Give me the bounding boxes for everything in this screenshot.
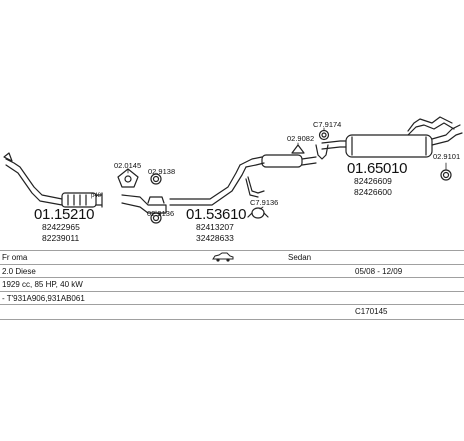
front-bracket-2-number: 02.9136	[147, 209, 175, 218]
vehicle-model: Fr oma	[2, 253, 28, 262]
sedan-car-icon	[212, 252, 234, 264]
middle-clamp-number: C7.9136	[250, 198, 279, 207]
vehicle-specs: 1929 cc, 85 HP, 40 kW	[2, 280, 83, 289]
middle-clamp-shape	[247, 207, 269, 219]
rear-silencer-oe-2: 82426600	[354, 187, 392, 197]
middle-pipe-shape	[169, 154, 317, 206]
middle-pipe-number: 01.53610	[186, 206, 247, 223]
front-pipe-shape	[3, 152, 103, 208]
front-bracket-shape	[117, 168, 167, 224]
front-pipe-number: 01.15210	[34, 206, 95, 223]
middle-pipe-oe-2: 32428633	[196, 233, 234, 243]
exhaust-diagram: p48 01.15210 82422965 82239011 02.0145 0…	[0, 95, 464, 255]
rear-hardware-shape	[291, 129, 330, 160]
table-row-catalog: C170145	[0, 304, 464, 320]
vehicle-engine-codes: - T'931A906,931AB061	[2, 294, 85, 303]
rear-ring-number: 02.9101	[433, 152, 461, 161]
rear-silencer-shape	[321, 116, 463, 158]
vehicle-engine: 2.0 Diese	[2, 267, 36, 276]
middle-pipe-oe-1: 82413207	[196, 222, 234, 232]
rear-silencer-oe-1: 82426609	[354, 176, 392, 186]
exhaust-drawing: p48	[3, 116, 463, 224]
table-row-model: Fr oma Sedan	[0, 250, 464, 265]
front-pipe-oe-1: 82422965	[42, 222, 80, 232]
rear-ring-shape	[440, 169, 452, 181]
vehicle-production: 05/08 - 12/09	[355, 267, 403, 276]
table-row-engine-codes: - T'931A906,931AB061	[0, 291, 464, 305]
front-ring-1-number: 02.9138	[148, 167, 176, 176]
rear-clamp-number: 02.9082	[287, 134, 315, 143]
rear-silencer-number: 01.65010	[347, 160, 408, 177]
vehicle-body-type: Sedan	[288, 253, 312, 262]
front-pipe-oe-2: 82239011	[42, 233, 80, 243]
svg-text:p48: p48	[91, 193, 102, 199]
table-row-specs: 1929 cc, 85 HP, 40 kW	[0, 277, 464, 292]
rear-bracket-top-number: C7.9174	[313, 120, 342, 129]
table-row-engine: 2.0 Diese 05/08 - 12/09	[0, 264, 464, 278]
catalog-code: C170145	[355, 307, 388, 316]
front-bracket-1-number: 02.0145	[114, 161, 142, 170]
